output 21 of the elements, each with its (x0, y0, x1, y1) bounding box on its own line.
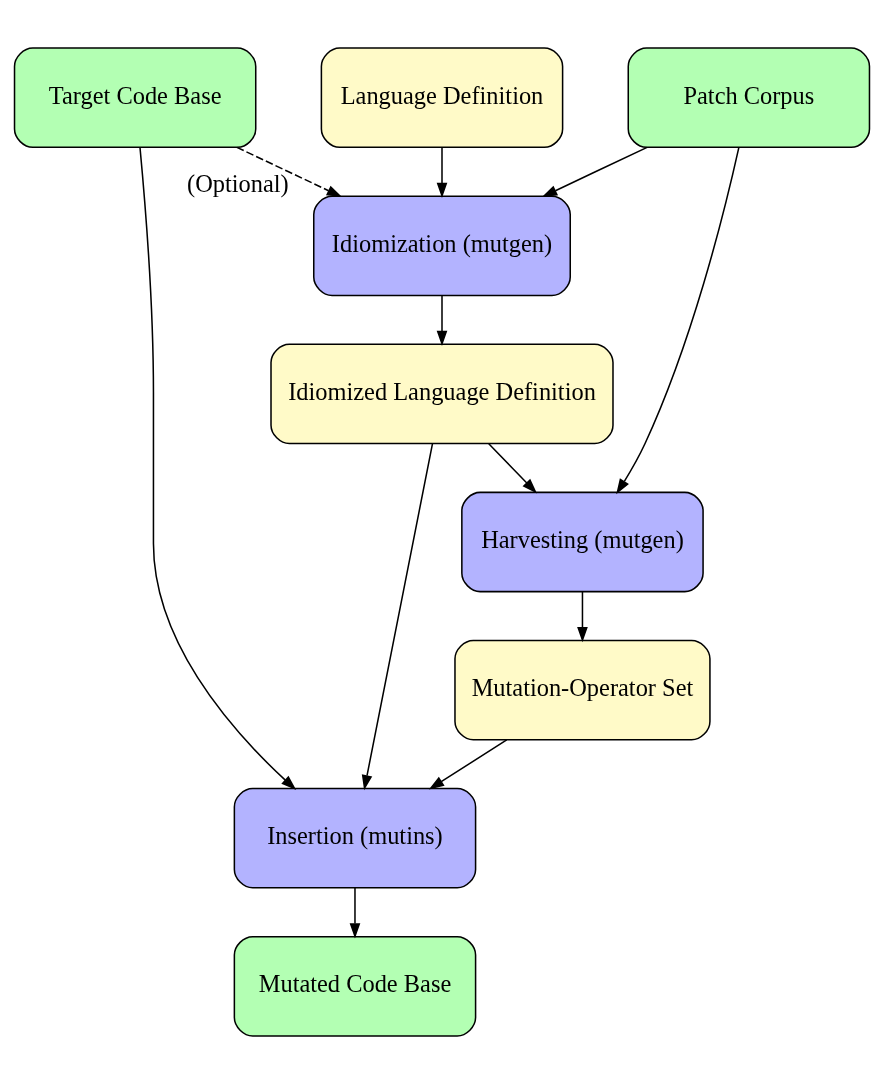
arrow (577, 591, 588, 643)
arrow (236, 146, 343, 198)
node-box: Language Definition (320, 47, 564, 149)
node-box: Idiomized Language Definition (270, 343, 614, 445)
arrow (541, 146, 648, 198)
arrow (616, 146, 740, 495)
arrow (436, 294, 448, 347)
arrow (488, 442, 538, 494)
node-box: Harvesting (mutgen) (461, 491, 704, 593)
node-box: Mutated Code Base (233, 935, 477, 1037)
node-box: Insertion (mutins) (233, 787, 477, 889)
node-box: Target Code Base (13, 47, 257, 149)
node-box: Patch Corpus (627, 47, 871, 149)
arrow (139, 146, 297, 791)
arrow (436, 146, 448, 199)
arrow (428, 739, 508, 790)
node-box: Idiomization (mutgen) (313, 195, 571, 297)
edge-label: (Optional) (187, 169, 289, 197)
node-box: Mutation-Operator Set (454, 639, 711, 741)
arrow (361, 443, 434, 791)
arrow (349, 887, 361, 939)
